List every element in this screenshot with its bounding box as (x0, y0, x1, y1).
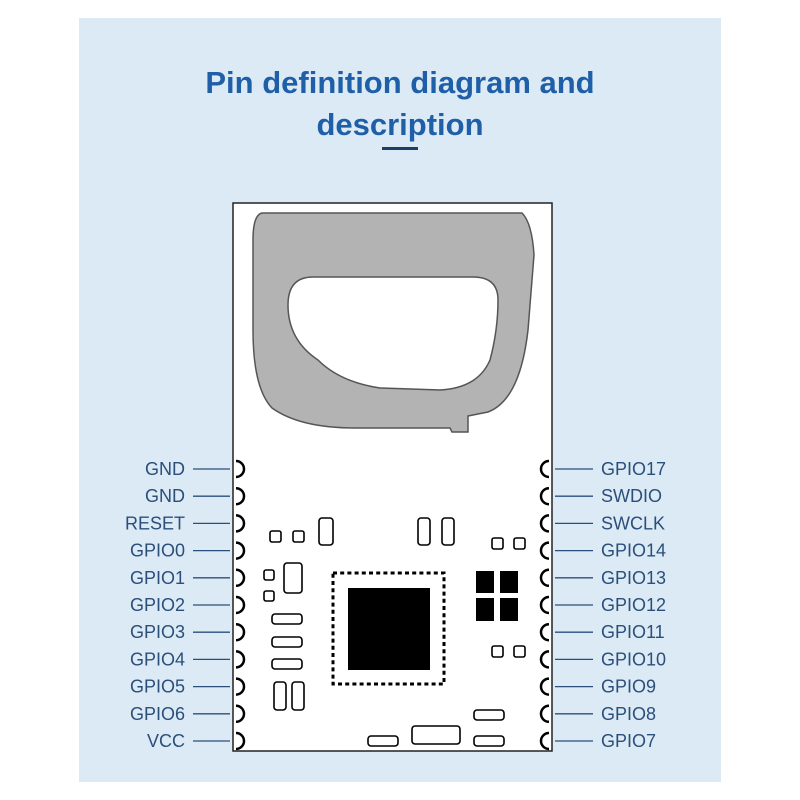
left-pin-label-gnd-1: GND (145, 486, 185, 506)
right-pin-label-gpio17-0: GPIO17 (601, 459, 666, 479)
left-pin-pad-gpio0-3 (235, 541, 246, 560)
passive-5 (441, 517, 455, 546)
right-pin-pad-gpio9-8 (539, 677, 550, 696)
right-pin-label-gpio10-7: GPIO10 (601, 649, 666, 669)
passive-1 (269, 530, 282, 543)
passive-4 (417, 517, 431, 546)
passive-components (263, 517, 526, 747)
right-pin-label-gpio13-4: GPIO13 (601, 568, 666, 588)
left-pin-pad-gpio1-4 (235, 568, 246, 588)
passive-7 (513, 537, 526, 550)
antenna-area (252, 212, 535, 433)
right-pin-label-gpio7-10: GPIO7 (601, 731, 656, 751)
left-pin-pad-gpio5-8 (235, 677, 246, 696)
passive-19 (473, 735, 505, 747)
left-pin-label-reset-2: RESET (125, 513, 185, 533)
passive-20 (367, 735, 399, 747)
right-pin-pad-gpio14-3 (539, 541, 550, 560)
passive-8 (263, 569, 275, 581)
passive-14 (273, 681, 287, 711)
passive-18 (473, 709, 505, 721)
passive-21 (411, 725, 461, 745)
right-pin-pad-gpio17-0 (539, 459, 550, 479)
left-pin-pad-gpio3-6 (235, 622, 246, 642)
left-pin-pad-gnd-0 (235, 459, 246, 479)
left-pin-pad-gpio6-9 (235, 704, 246, 724)
passive-2 (292, 530, 305, 543)
right-pin-pad-swdio-1 (539, 486, 550, 506)
left-pin-pad-gpio2-5 (235, 595, 246, 615)
left-pin-pad-vcc-10 (235, 731, 246, 751)
left-pin-label-gpio5-8: GPIO5 (130, 677, 185, 697)
right-pin-pad-gpio11-6 (539, 622, 550, 642)
passive-10 (283, 562, 303, 594)
right-pin-label-gpio12-5: GPIO12 (601, 595, 666, 615)
right-pin-pad-swclk-2 (539, 514, 550, 533)
left-pin-group: GND GND RESET GPIO0GPIO1GPIO2GPIO3GPIO4GPIO… (125, 459, 246, 751)
passive-16 (491, 645, 504, 658)
title-underline (382, 147, 418, 150)
right-pin-label-swdio-1: SWDIO (601, 486, 662, 506)
page-title: Pin definition diagram and description (0, 62, 800, 146)
right-pin-label-gpio8-9: GPIO8 (601, 704, 656, 724)
left-pin-pad-gnd-1 (235, 486, 246, 506)
passive-13 (271, 658, 303, 670)
right-pin-label-gpio11-6: GPIO11 (601, 622, 665, 642)
right-pin-pad-gpio13-4 (539, 568, 550, 588)
right-pin-pad-gpio8-9 (539, 704, 550, 724)
left-pin-pad-gpio4-7 (235, 650, 246, 669)
passive-9 (263, 590, 275, 602)
main-chip (348, 588, 430, 670)
passive-11 (271, 613, 303, 625)
passive-6 (491, 537, 504, 550)
right-pin-label-gpio9-8: GPIO9 (601, 677, 656, 697)
right-pin-pad-gpio10-7 (539, 650, 550, 669)
left-pin-label-gpio1-4: GPIO1 (130, 568, 185, 588)
left-pin-label-gpio3-6: GPIO3 (130, 622, 185, 642)
right-pin-label-gpio14-3: GPIO14 (601, 541, 666, 561)
left-pin-label-vcc-10: VCC (147, 731, 185, 751)
title-line-2: description (316, 107, 484, 142)
right-pin-pad-gpio12-5 (539, 595, 550, 615)
left-pin-label-gpio4-7: GPIO4 (130, 649, 185, 669)
left-pin-label-gpio2-5: GPIO2 (130, 595, 185, 615)
left-pin-label-gnd-0: GND (145, 459, 185, 479)
left-pin-pad-reset-2 (235, 514, 246, 533)
passive-17 (513, 645, 526, 658)
passive-12 (271, 636, 303, 648)
title-line-1: Pin definition diagram and (205, 65, 595, 100)
crystal-divider-h (476, 593, 518, 598)
right-pin-label-swclk-2: SWCLK (601, 513, 665, 533)
left-pin-label-gpio6-9: GPIO6 (130, 704, 185, 724)
left-pin-label-gpio0-3: GPIO0 (130, 541, 185, 561)
passive-3 (318, 517, 334, 546)
passive-15 (291, 681, 305, 711)
right-pin-pad-gpio7-10 (539, 731, 550, 751)
